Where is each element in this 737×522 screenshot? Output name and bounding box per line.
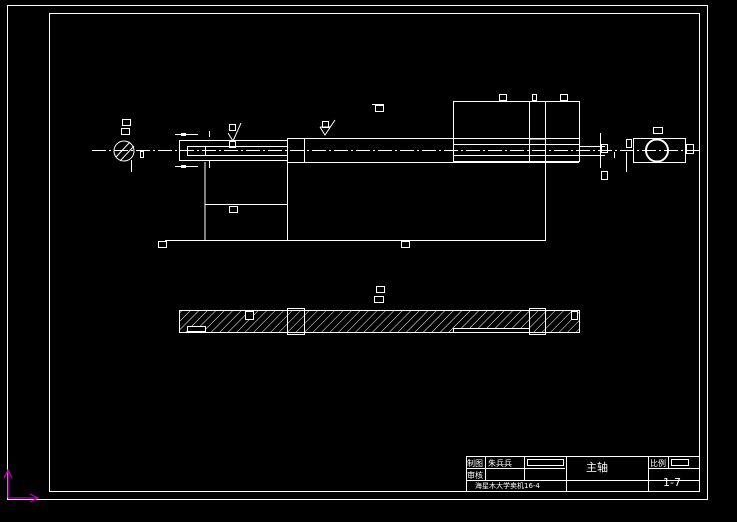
- shaft-main-view[interactable]: [92, 94, 700, 248]
- inner-border: [49, 13, 700, 492]
- ucs-icon: [3, 468, 40, 503]
- scale-label: 比例: [650, 458, 666, 468]
- left-section-view[interactable]: [113, 119, 144, 173]
- title-block-text: 制图 朱兵兵 审核 主轴 比例 1-7 海星木大学卖机16-4: [467, 458, 681, 490]
- designer-label: 制图: [467, 458, 483, 468]
- drawing-number: 1-7: [663, 476, 681, 489]
- right-section-view[interactable]: [626, 127, 694, 163]
- reviewer-label: 审核: [467, 470, 483, 480]
- outer-border: [7, 5, 708, 500]
- designer-name: 朱兵兵: [488, 458, 512, 468]
- title-block: [466, 456, 700, 492]
- drawing-frame: [7, 5, 708, 500]
- school-name: 海星木大学卖机16-4: [475, 481, 540, 490]
- part-name: 主轴: [586, 460, 608, 474]
- shaft-section-view[interactable]: [179, 286, 580, 335]
